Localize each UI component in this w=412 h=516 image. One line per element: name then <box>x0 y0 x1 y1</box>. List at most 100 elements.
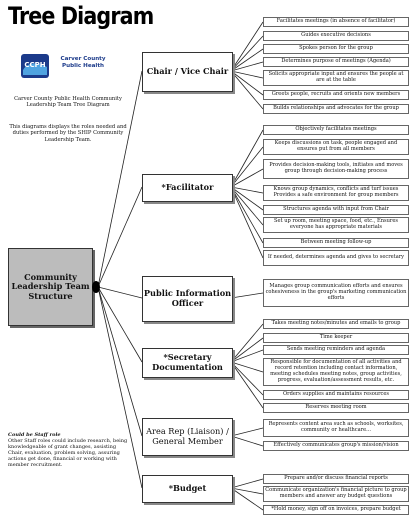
role-label: *Budget <box>168 483 207 494</box>
role-box-5: Area Rep (Liaison) / General Member <box>142 418 233 456</box>
duty-box: Guides executive decisions <box>263 31 409 41</box>
role-label: Area Rep (Liaison) / General Member <box>146 426 229 446</box>
logo-line-2: Public Health <box>61 63 104 69</box>
role-label: *Secretary Documentation <box>152 352 223 372</box>
duty-line <box>230 361 264 373</box>
duty-box: Prepare and/or discuss financial reports <box>263 474 409 484</box>
duty-text: Takes meeting notes/minutes and emails t… <box>271 320 401 327</box>
note-body: Other Staff roles could include research… <box>8 438 128 468</box>
duty-box: Determines purpose of meetings (Agenda) <box>263 57 409 67</box>
duty-box: Set up room, meeting space, food, etc., … <box>263 217 409 233</box>
duty-box: Facilitates meetings (in absence of faci… <box>263 17 409 27</box>
duty-box: Communicate organization's financial pic… <box>263 486 409 502</box>
duty-text: Structures agenda with input from Chair <box>283 206 389 213</box>
duty-box: If needed, determines agenda and gives t… <box>263 250 409 266</box>
duty-box: Structures agenda with input from Chair <box>263 205 409 215</box>
duty-line <box>230 70 264 96</box>
role-box-4: *Secretary Documentation <box>142 348 233 378</box>
duty-box: Represents content area such as schools,… <box>263 419 409 437</box>
duty-box: Sends meeting reminders and agenda <box>263 345 409 355</box>
branch-line <box>97 286 143 363</box>
duty-line <box>230 361 264 409</box>
role-box-1: Chair / Vice Chair <box>142 52 233 92</box>
duty-line <box>230 186 264 244</box>
logo-mark-icon: CCPH <box>21 54 49 78</box>
duty-line <box>230 186 264 259</box>
duty-line <box>230 48 264 72</box>
duty-box: Responsible for documentation of all act… <box>263 358 409 386</box>
duty-box: Time keeper <box>263 333 409 343</box>
duty-line <box>230 186 264 211</box>
duty-box: Provides decision-making tools, initiate… <box>263 159 409 179</box>
duty-text: Prepare and/or discuss financial reports <box>284 475 388 482</box>
branch-line <box>97 70 143 288</box>
duty-line <box>230 186 264 226</box>
role-box-2: *Facilitator <box>142 174 233 202</box>
duty-text: Time keeper <box>319 334 353 341</box>
duty-box: Effectively communicates group's mission… <box>263 441 409 451</box>
duty-text: *Hold money, sign off on invoices, prepa… <box>271 506 401 513</box>
intro-org: Carver County Public Health Community Le… <box>14 96 122 109</box>
duty-text: Determines purpose of meetings (Agenda) <box>281 58 391 65</box>
duty-box: Builds relationships and advocates for t… <box>263 104 409 114</box>
duty-line <box>230 337 264 363</box>
duty-text: Manages group communication efforts and … <box>265 283 407 301</box>
duty-line <box>230 435 264 447</box>
duty-text: Guides executive decisions <box>301 32 371 39</box>
role-label: *Facilitator <box>161 182 214 193</box>
role-box-6: *Budget <box>142 475 233 503</box>
role-box-3: Public Information Officer <box>142 276 233 322</box>
duty-text: Represents content area such as schools,… <box>268 421 404 433</box>
duty-box: Knows group dynamics, conflicts and turf… <box>263 185 409 201</box>
staff-role-note: Could be Staff role Other Staff roles co… <box>8 432 128 468</box>
page-title: Tree Diagram <box>8 2 154 30</box>
duty-text: Knows group dynamics, conflicts and turf… <box>273 186 399 198</box>
note-heading: Could be Staff role <box>8 432 61 438</box>
duty-box: Spokes person for the group <box>263 44 409 54</box>
duty-line <box>230 70 264 79</box>
duty-text: If needed, determines agenda and gives t… <box>267 254 405 261</box>
duty-line <box>230 70 264 110</box>
duty-line <box>230 349 264 363</box>
duty-line <box>230 292 264 299</box>
duty-text: Greets people, recruits and orients new … <box>271 91 401 98</box>
duty-text: Facilitates meetings (in absence of faci… <box>276 18 396 25</box>
branch-line <box>97 286 143 299</box>
duty-box: Orders supplies and maintains resources <box>263 390 409 400</box>
duty-text: Set up room, meeting space, food, etc., … <box>274 218 398 230</box>
duty-line <box>230 61 264 72</box>
duty-box: Takes meeting notes/minutes and emails t… <box>263 319 409 329</box>
duty-box: Keeps discussions on task, people engage… <box>263 139 409 155</box>
duty-text: Objectively facilitates meetings <box>295 126 377 133</box>
duty-box: Solicits appropriate input and ensures t… <box>263 70 409 86</box>
duty-line <box>230 361 264 396</box>
duty-text: Sends meeting reminders and agenda <box>286 346 386 353</box>
duty-box: Between meeting follow-up <box>263 238 409 248</box>
duty-text: Reserves meeting room <box>305 404 367 411</box>
duty-line <box>230 427 264 437</box>
duty-line <box>230 146 264 188</box>
intro-description: This diagrams displays the roles needed … <box>9 124 127 143</box>
duty-text: Communicate organization's financial pic… <box>265 487 407 499</box>
duty-line <box>230 129 264 188</box>
duty-box: Reserves meeting room <box>263 403 409 413</box>
svg-text:CCPH: CCPH <box>24 61 45 69</box>
duty-text: Orders supplies and maintains resources <box>282 391 389 398</box>
duty-line <box>230 487 264 511</box>
duty-line <box>230 478 264 489</box>
duty-text: Responsible for documentation of all act… <box>270 359 402 383</box>
duty-line <box>230 323 264 363</box>
duty-box: *Hold money, sign off on invoices, prepa… <box>263 505 409 515</box>
duty-text: Provides decision-making tools, initiate… <box>269 162 403 174</box>
role-label: Public Information Officer <box>143 288 232 308</box>
logo-line-1: Carver County <box>60 56 106 62</box>
carver-county-logo: CCPH Carver County Public Health <box>20 53 112 81</box>
branch-line <box>97 186 143 288</box>
duty-line <box>230 186 264 194</box>
root-junction <box>92 281 100 293</box>
duty-line <box>230 168 264 188</box>
duty-box: Manages group communication efforts and … <box>263 279 409 307</box>
duty-box: Objectively facilitates meetings <box>263 125 409 135</box>
duty-text: Keeps discussions on task, people engage… <box>274 140 398 152</box>
